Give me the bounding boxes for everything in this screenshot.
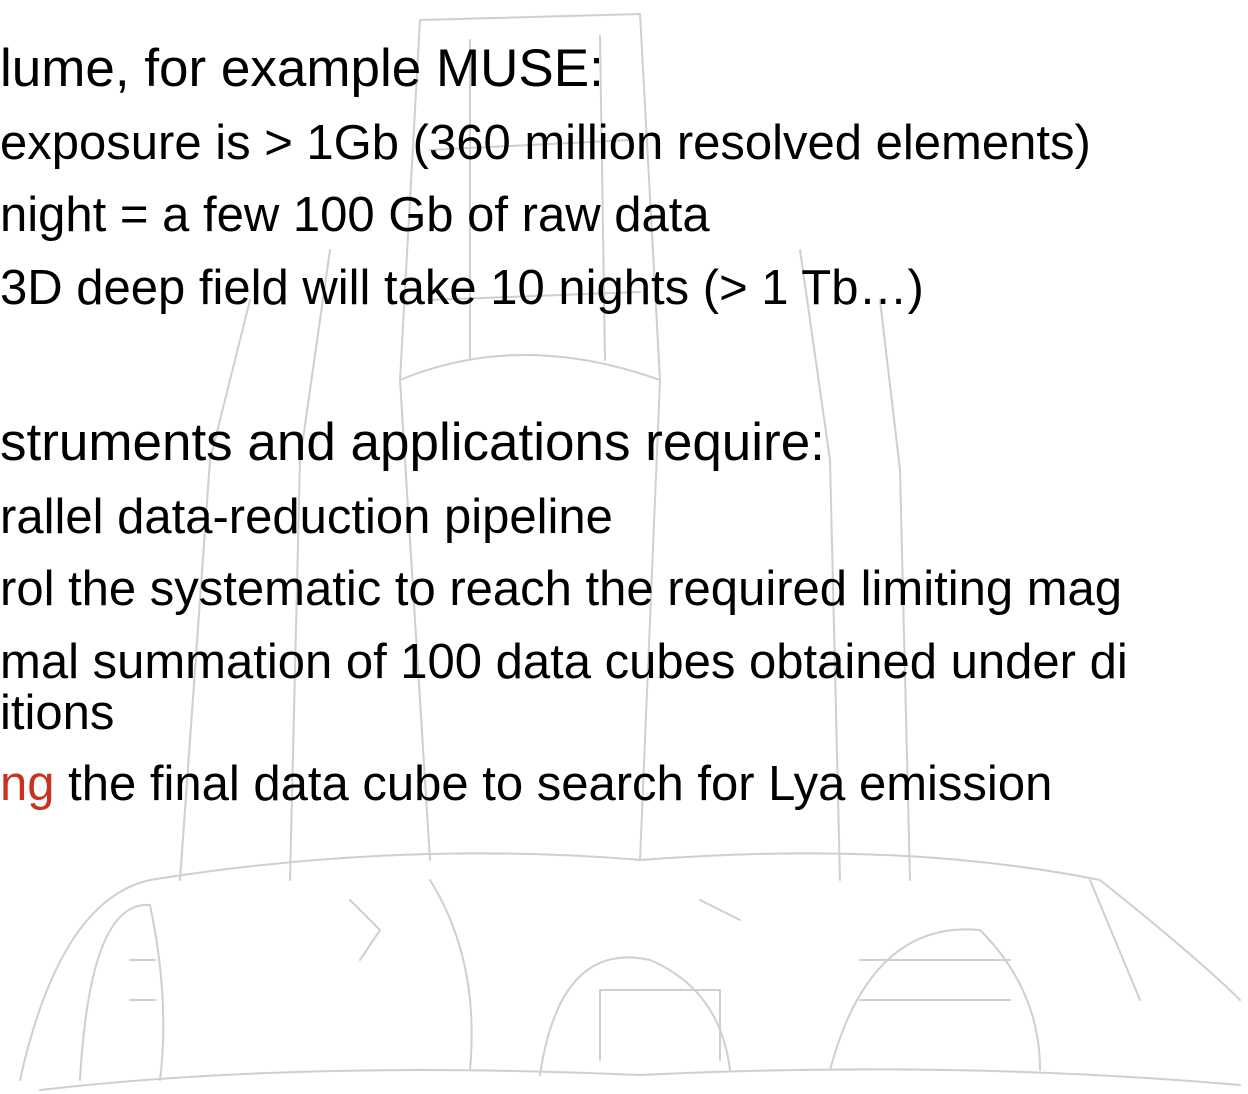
highlight-text: ng xyxy=(0,757,55,811)
bullet-night-data: night = a few 100 Gb of raw data xyxy=(0,188,710,242)
bullet-search-lya: ng the final data cube to search for Lya… xyxy=(0,760,1052,809)
section1-heading: lume, for example MUSE: xyxy=(0,39,604,98)
section2-heading: struments and applications require: xyxy=(0,413,825,472)
bullet-control-systematic: rol the systematic to reach the required… xyxy=(0,562,1123,616)
bullet-exposure-size: exposure is > 1Gb (360 million resolved … xyxy=(0,116,1091,170)
bullet-parallel-pipeline: rallel data-reduction pipeline xyxy=(0,490,613,544)
bullet-optimal-summation-cont: itions xyxy=(0,686,115,740)
bullet-search-lya-text: the final data cube to search for Lya em… xyxy=(54,757,1053,811)
bullet-optimal-summation: mal summation of 100 data cubes obtained… xyxy=(0,635,1128,689)
bullet-deep-field: 3D deep field will take 10 nights (> 1 T… xyxy=(0,261,924,315)
